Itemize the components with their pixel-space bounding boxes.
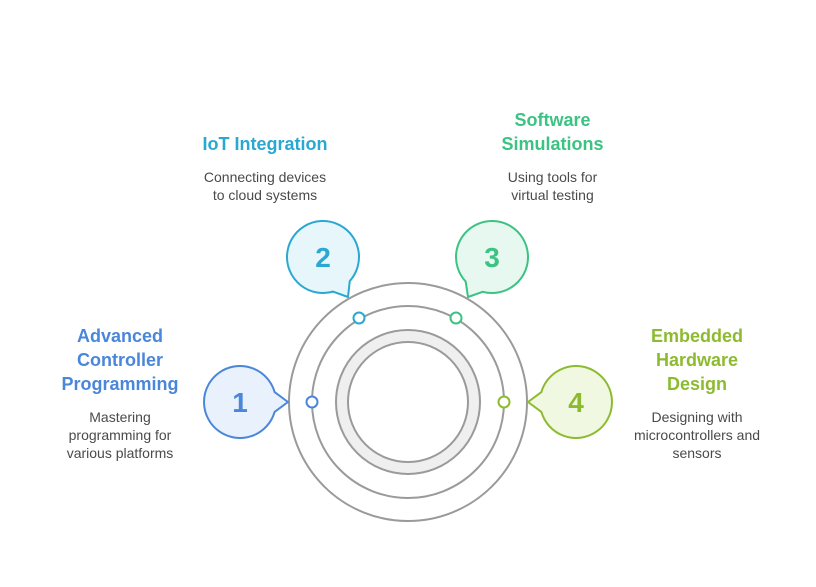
center-circle [347,341,469,463]
step-title: IoT Integration [202,134,328,154]
step-2-ring-dot [352,311,366,325]
step-3-bubble [455,220,529,298]
step-3-number: 3 [484,242,500,273]
step-1-bubble [203,365,289,439]
step-4-bubble [527,365,613,439]
step-4-ring-dot [497,395,511,409]
step-4-number: 4 [568,387,584,418]
step-2-bubble [286,220,360,298]
step-1-ring-dot [305,395,319,409]
step-3-ring-dot [449,311,463,325]
step-2-number: 2 [315,242,331,273]
step-1-number: 1 [232,387,248,418]
